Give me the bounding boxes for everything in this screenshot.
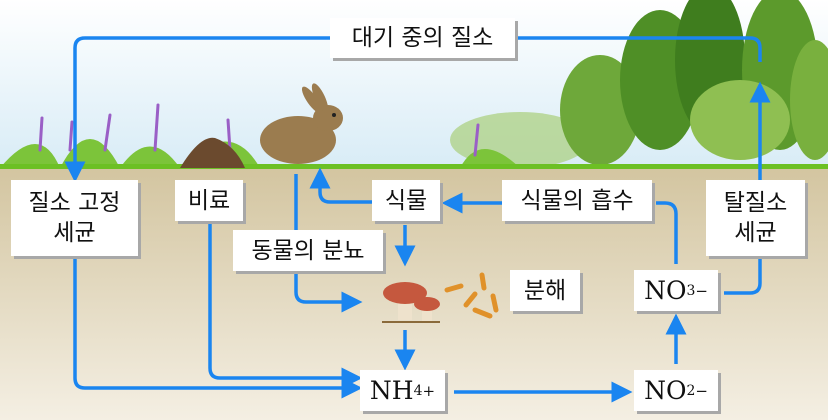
plant-absorption-label: 식물의 흡수 [502, 180, 652, 221]
nitrogen-fixing-bacteria-label: 질소 고정 세균 [11, 180, 138, 256]
formula-base: NH [369, 375, 414, 405]
arrow-fixation-to-ammonium [73, 256, 363, 399]
formula-charge: + [422, 381, 436, 400]
arrow-plant-to-animal [309, 167, 372, 204]
arrow-fertilizer-to-ammonium [208, 222, 363, 389]
atmosphere-nitrogen-label: 대기 중의 질소 [330, 18, 515, 58]
animal-waste-label: 동물의 분뇨 [233, 230, 383, 271]
mushroom-illustration [382, 282, 440, 323]
decomposer-organisms-illustration [444, 272, 499, 319]
label-line: 탈질소 [723, 190, 788, 216]
label-line: 세균 [734, 220, 777, 246]
arrow-denitrification-to-atmosphere [515, 36, 762, 62]
decomposition-label: 분해 [510, 270, 580, 311]
ground-line [0, 164, 828, 169]
fertilizer-label: 비료 [175, 180, 243, 221]
formula-subscript: 3 [686, 282, 696, 299]
formula-charge: − [695, 381, 708, 400]
arrow-nitrate-to-absorption [656, 201, 678, 264]
formula-base: NO [644, 375, 687, 405]
formula-base: NO [644, 275, 687, 305]
label-line: 질소 고정 [28, 190, 121, 216]
manure-pile-illustration [180, 137, 245, 168]
formula-charge: − [695, 281, 708, 300]
denitrifying-bacteria-label: 탈질소 세균 [706, 180, 805, 256]
plant-label: 식물 [372, 180, 440, 221]
formula-subscript: 4 [413, 382, 423, 399]
arrow-animal-waste-to-decomposer [294, 174, 363, 313]
label-line: 세균 [53, 220, 96, 246]
arrow-atmosphere-to-fixation [64, 36, 330, 183]
arrow-nitrate-to-denitrification [724, 258, 762, 295]
formula-subscript: 2 [686, 382, 696, 399]
rabbit-illustration [260, 83, 343, 164]
